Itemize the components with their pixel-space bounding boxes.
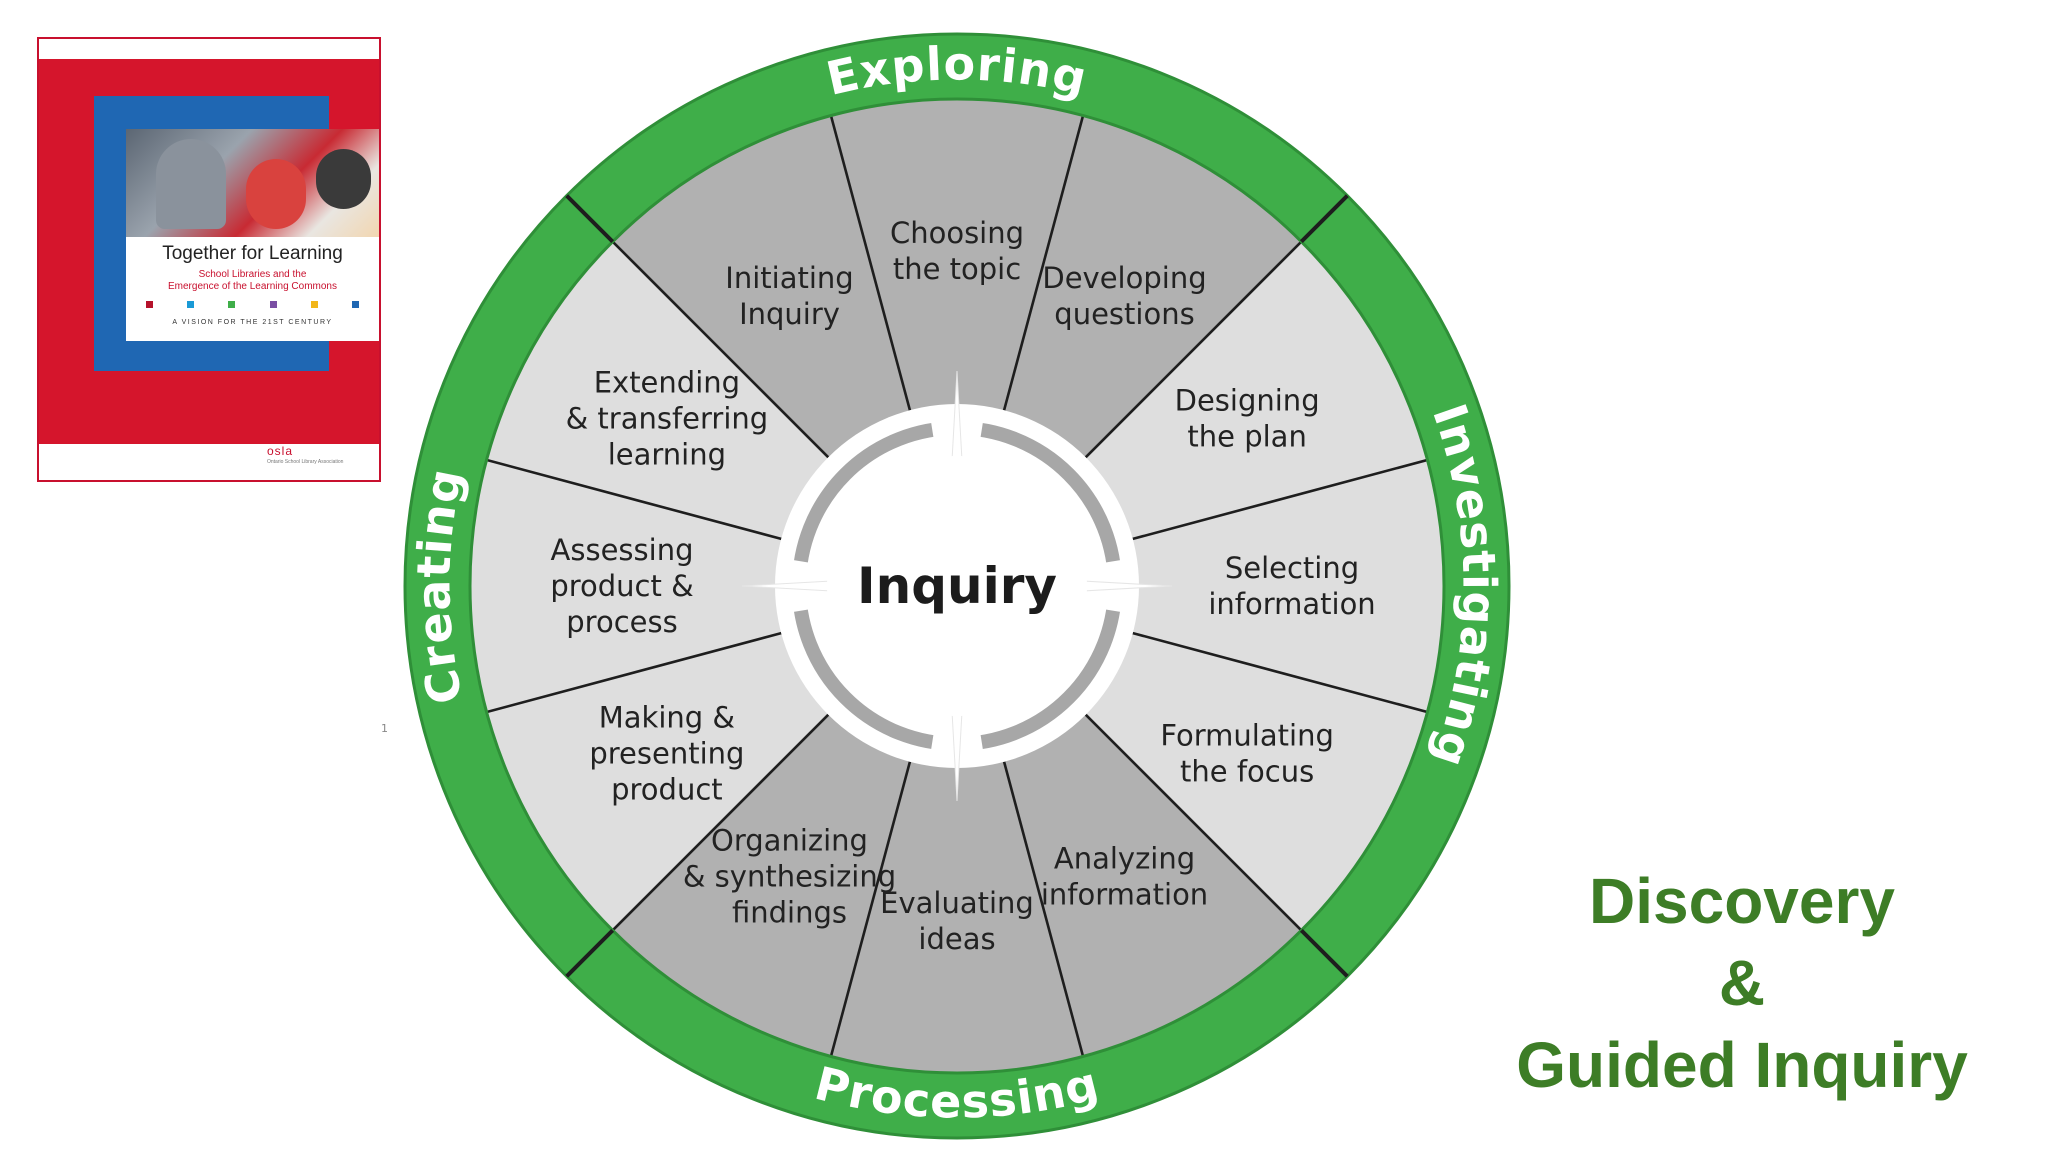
segment-label-line: & transferring — [566, 402, 769, 436]
phase-ring-inner-edge — [468, 97, 1446, 1075]
cover-photo-figure — [246, 159, 306, 229]
segment-label-line: Inquiry — [739, 297, 840, 331]
cover-subtitle-line: Emergence of the Learning Commons — [168, 281, 337, 292]
segment-label-line: presenting — [589, 737, 744, 771]
cover-color-squares — [146, 301, 359, 308]
cover-photo — [126, 129, 379, 237]
slide-title-line: & — [1718, 947, 1766, 1019]
phase-separator — [1299, 194, 1349, 244]
wheel-segment — [470, 459, 793, 713]
segment-label-line: ideas — [918, 922, 995, 956]
cover-bottom-strip — [39, 444, 379, 480]
cover-title: Together for Learning — [162, 243, 343, 264]
segment-label-line: the topic — [893, 252, 1021, 286]
wheel-segment — [830, 750, 1084, 1073]
phase-separator — [565, 194, 615, 244]
phase-separator — [1299, 928, 1349, 978]
wheel-segment — [612, 115, 914, 466]
wheel-center: Inquiry — [741, 370, 1173, 802]
stray-mark: 1 — [381, 722, 388, 735]
cover-logo: osla — [267, 444, 294, 458]
wheel-segment — [1000, 115, 1302, 466]
wheel-segment — [612, 706, 914, 1057]
phase-separator — [565, 928, 615, 978]
segment-label-line: Initiating — [725, 261, 853, 295]
phase-ring — [403, 32, 1511, 1140]
segment-label-line: Evaluating — [880, 886, 1034, 920]
hub-center-disc — [827, 456, 1087, 716]
cover-tagline: A VISION FOR THE 21ST CENTURY — [172, 319, 333, 326]
cover-panel: Together for Learning School Libraries a… — [126, 129, 379, 341]
wheel-segment — [486, 241, 837, 543]
segment-label-line: information — [1208, 587, 1375, 621]
center-label: Inquiry — [857, 557, 1057, 615]
segment-label-line: Making & — [599, 701, 735, 735]
segment-label-line: & synthesizing — [683, 859, 896, 893]
cover-color-square — [146, 301, 153, 308]
wheel-segment — [1000, 706, 1302, 1057]
cover-photo-figure — [156, 139, 226, 229]
segment-label-line: product — [611, 773, 723, 807]
segment-label-line: Analyzing — [1054, 841, 1195, 875]
segment-label-line: the focus — [1180, 755, 1314, 789]
wheel-segment — [1077, 241, 1428, 543]
phase-ring-outer-edge — [403, 32, 1511, 1140]
segment-label-line: Formulating — [1160, 719, 1333, 753]
segment-label-line: Selecting — [1225, 551, 1359, 585]
cover-color-square — [269, 301, 277, 308]
cover-logo-subtitle: Ontario School Library Association — [267, 459, 344, 465]
segment-label-line: product & — [550, 569, 693, 603]
cover-color-square — [310, 301, 318, 308]
segment-label-line: findings — [732, 895, 847, 929]
cover-color-square — [187, 301, 195, 308]
segment-label-line: the plan — [1187, 420, 1306, 454]
book-cover-image: Together for Learning School Libraries a… — [37, 37, 381, 482]
segment-label-line: Designing — [1175, 384, 1320, 418]
cover-color-square — [351, 301, 359, 308]
segment-label-line: learning — [608, 438, 726, 472]
slide-title-line: Guided Inquiry — [1516, 1029, 1968, 1101]
cover-subtitle-line: School Libraries and the — [198, 269, 307, 280]
phase-ring-band — [405, 34, 1509, 1138]
cover-subtitle: School Libraries and the Emergence of th… — [126, 269, 379, 293]
wheel-segment — [1077, 629, 1428, 931]
segment-label-line: Developing — [1042, 261, 1206, 295]
wheel-segment — [486, 629, 837, 931]
cover-color-square — [228, 301, 236, 308]
segment-label-line: process — [566, 605, 677, 639]
segment-label-line: questions — [1054, 297, 1194, 331]
slide-title: Discovery & Guided Inquiry — [1462, 860, 2022, 1106]
segment-label-line: Assessing — [551, 533, 694, 567]
segment-label-line: information — [1041, 877, 1208, 911]
wheel-segments — [470, 99, 1444, 1073]
cover-photo-figure — [316, 149, 371, 209]
segment-label-line: Choosing — [890, 216, 1024, 250]
slide-title-line: Discovery — [1589, 865, 1895, 937]
wheel-segment — [830, 99, 1084, 422]
segment-label-line: Extending — [594, 366, 740, 400]
wheel-segment — [1121, 459, 1444, 713]
segment-label-line: Organizing — [711, 823, 868, 857]
